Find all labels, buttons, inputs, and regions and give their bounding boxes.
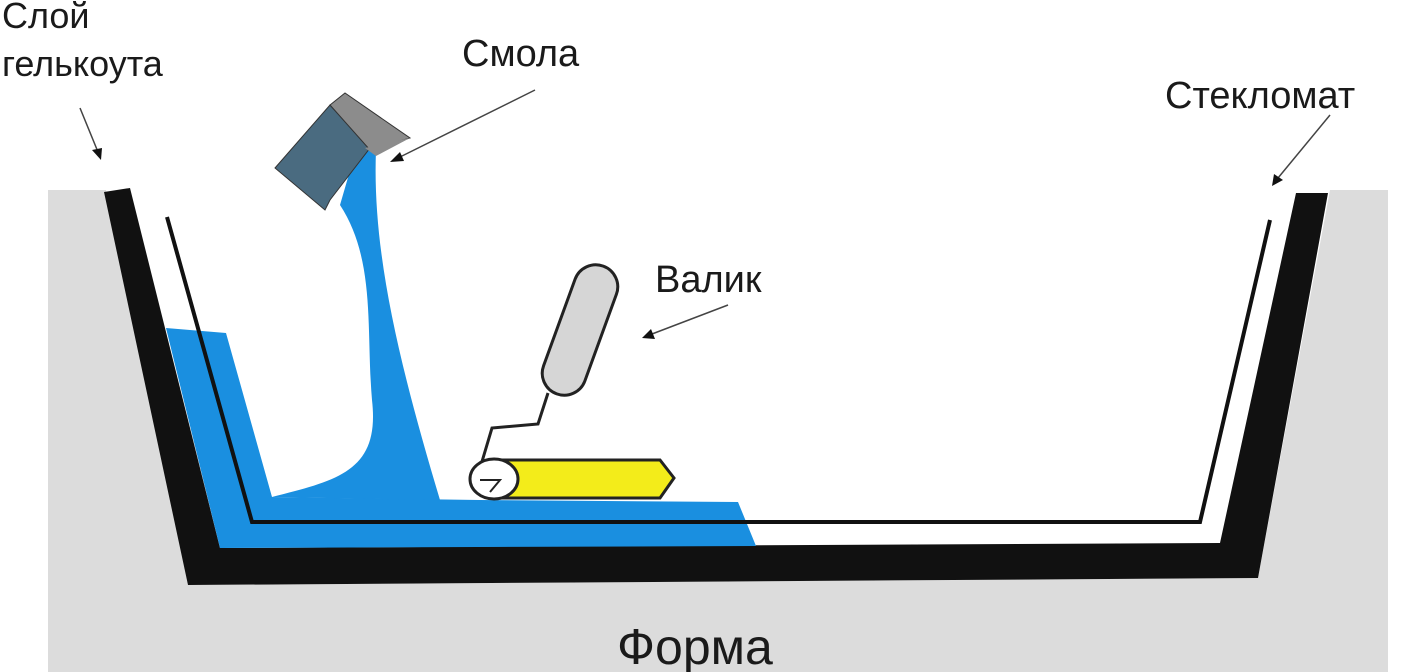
roller-body [491,458,676,500]
bucket-spout [365,138,410,156]
arrow-roller [642,304,729,339]
resin-stream [272,150,440,500]
label-resin: Смола [462,33,580,75]
label-mold: Форма [617,619,773,672]
arrow-gelcoat [79,107,102,160]
roller-handle [540,263,620,397]
mold-body [48,190,1388,672]
glassmat-line [165,216,1272,524]
arrow-resin [390,89,536,162]
resin-puddle [166,328,756,548]
label-gelcoat-line2: гелькоута [2,43,164,84]
gelcoat-layer [104,188,1328,585]
arrow-glassmat [1272,114,1331,186]
roller-end-mark [480,479,503,493]
bucket-front [274,104,371,211]
label-roller: Валик [655,259,762,301]
label-glassmat: Стекломат [1165,75,1355,117]
roller-arm [476,392,550,476]
label-gelcoat-line1: Слой [2,0,90,36]
